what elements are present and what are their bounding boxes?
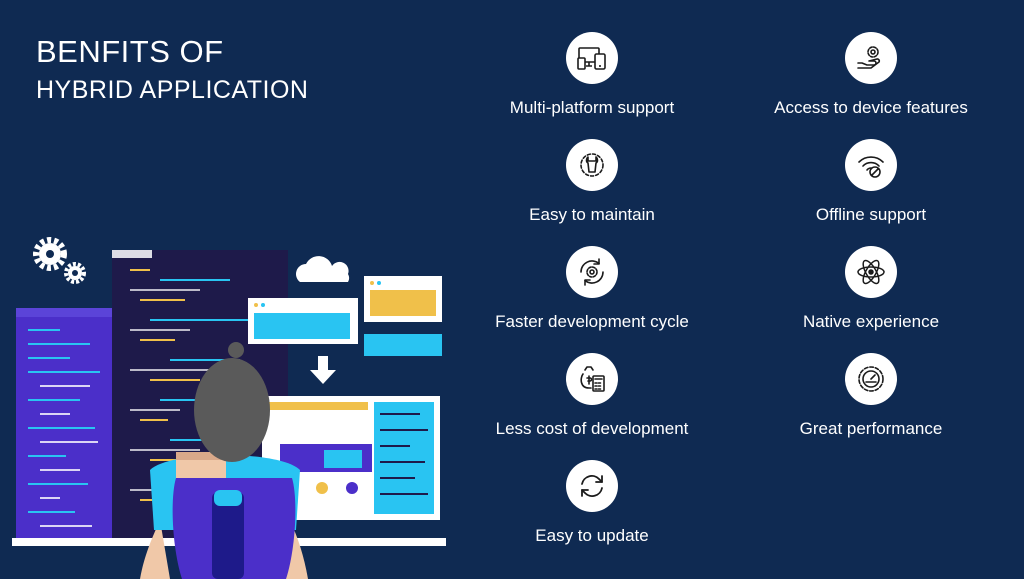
feature-icon-circle bbox=[845, 139, 897, 191]
feature-icon-circle bbox=[845, 246, 897, 298]
feature-easy-update: Easy to update bbox=[452, 460, 732, 546]
feature-label: Native experience bbox=[802, 312, 940, 331]
gears-icon bbox=[33, 237, 86, 284]
floating-window-cyan bbox=[248, 298, 358, 344]
feature-icon-circle bbox=[566, 32, 618, 84]
feature-icon-circle bbox=[566, 353, 618, 405]
feature-icon-circle bbox=[845, 353, 897, 405]
devices-icon bbox=[577, 47, 606, 70]
feature-label: Easy to maintain bbox=[529, 205, 655, 224]
feature-less-cost: Less cost of development bbox=[452, 353, 732, 439]
title-line-2: HYBRID APPLICATION bbox=[36, 76, 309, 104]
gear-cycle-icon bbox=[580, 258, 604, 286]
feature-offline: Offline support bbox=[731, 139, 1011, 225]
feature-label: Great performance bbox=[799, 419, 943, 438]
feature-label: Less cost of development bbox=[495, 419, 689, 438]
download-arrow-icon bbox=[310, 356, 336, 384]
feature-easy-maintain: Easy to maintain bbox=[452, 139, 732, 225]
feature-native: Native experience bbox=[731, 246, 1011, 332]
feature-label: Offline support bbox=[815, 205, 927, 224]
page-title: BENFITS OF HYBRID APPLICATION bbox=[36, 34, 309, 108]
money-calculator-icon bbox=[580, 366, 605, 392]
feature-performance: Great performance bbox=[731, 353, 1011, 439]
feature-device-features: Access to device features bbox=[731, 32, 1011, 118]
gear-speedometer-icon bbox=[858, 366, 884, 392]
feature-icon-circle bbox=[845, 32, 897, 84]
cyan-banner bbox=[364, 334, 442, 356]
feature-label: Multi-platform support bbox=[509, 98, 675, 117]
developer-illustration bbox=[12, 237, 446, 579]
feature-label: Access to device features bbox=[774, 98, 968, 117]
wifi-off-icon bbox=[858, 156, 884, 178]
atom-icon bbox=[857, 259, 885, 285]
feature-faster-dev: Faster development cycle bbox=[452, 246, 732, 332]
title-line-1: BENFITS OF bbox=[36, 34, 224, 69]
feature-icon-circle bbox=[566, 139, 618, 191]
feature-multi-platform: Multi-platform support bbox=[452, 32, 732, 118]
feature-label: Faster development cycle bbox=[495, 312, 689, 331]
code-window-left bbox=[16, 308, 116, 540]
hand-gear-icon bbox=[857, 46, 881, 69]
cloud-icon bbox=[295, 256, 350, 282]
refresh-icon bbox=[581, 475, 603, 497]
feature-icon-circle bbox=[566, 246, 618, 298]
feature-label: Easy to update bbox=[535, 526, 649, 545]
feature-icon-circle bbox=[566, 460, 618, 512]
developer-figure bbox=[140, 342, 308, 579]
wrench-gear-icon bbox=[580, 153, 604, 177]
floating-window-yellow bbox=[364, 276, 442, 322]
